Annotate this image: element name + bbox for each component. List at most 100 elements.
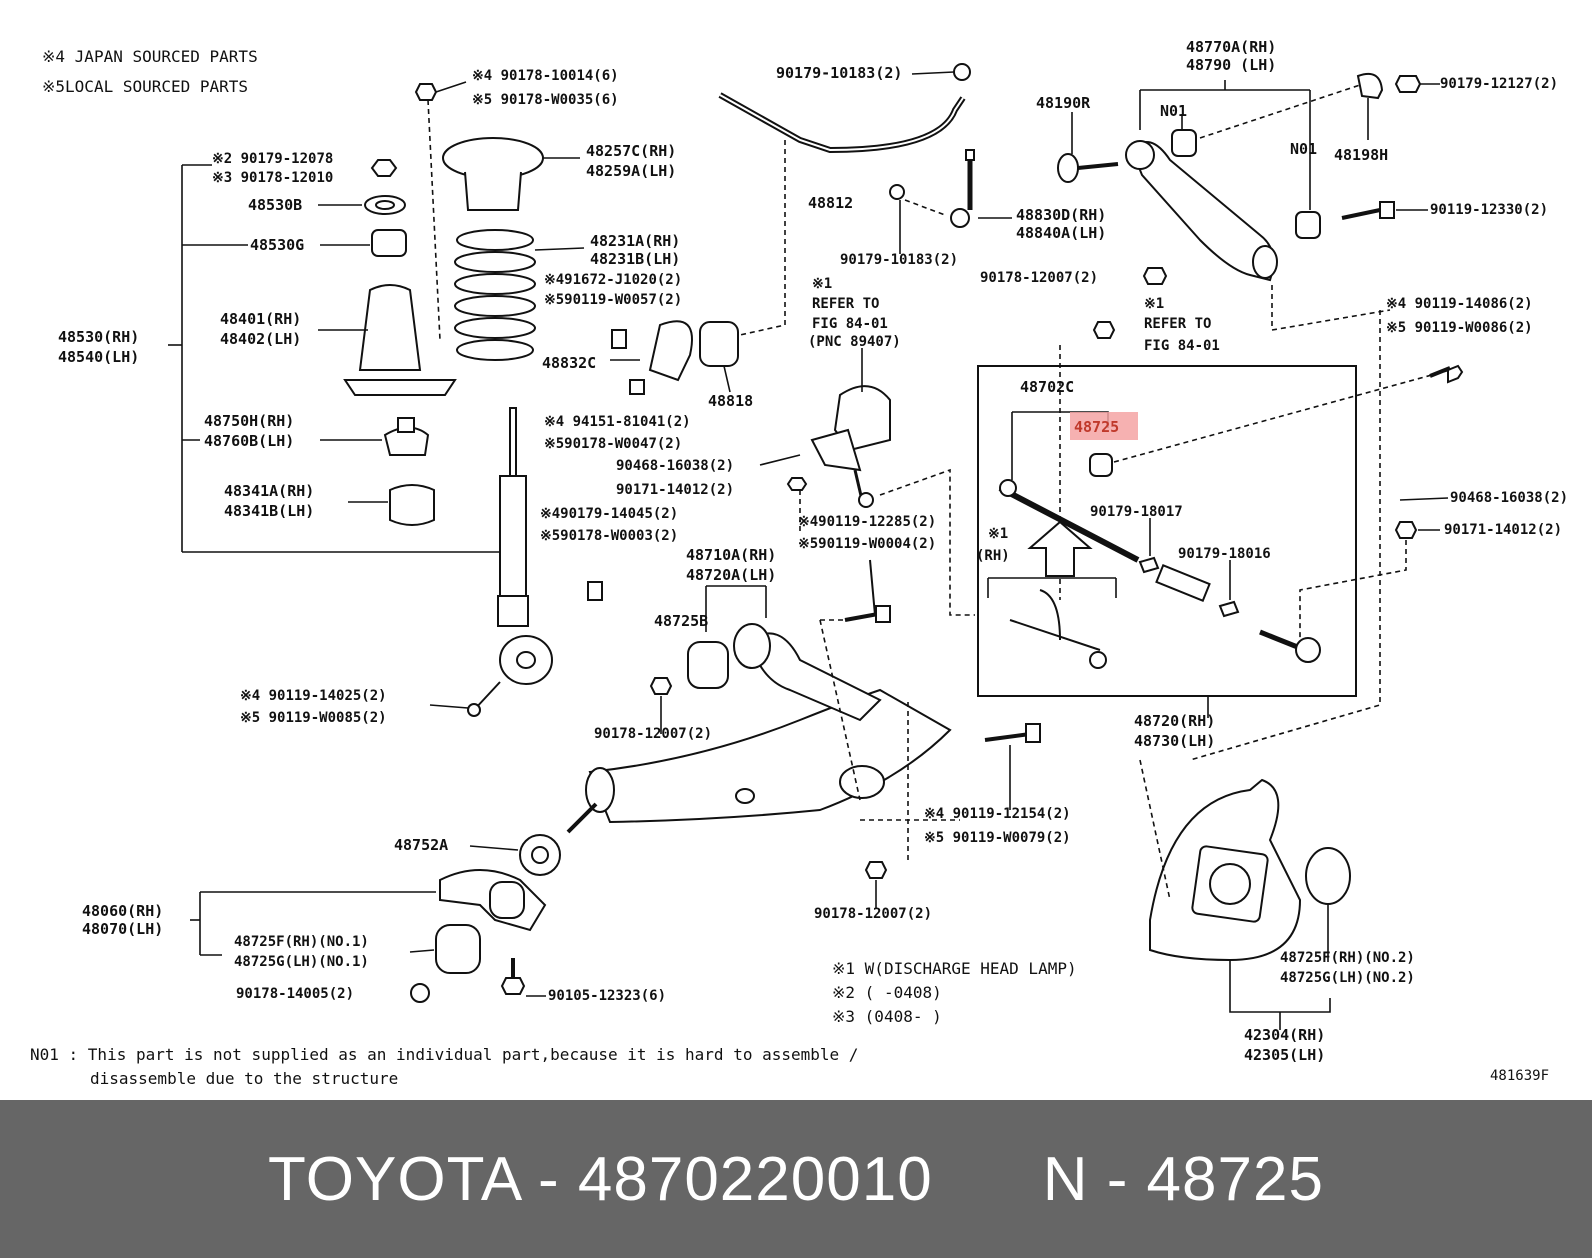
lower-arm-icon xyxy=(588,688,952,824)
nut-18016-icon xyxy=(1218,600,1240,618)
bushing-48725f-b-icon xyxy=(1305,847,1351,905)
label-s4-94151: ※4 94151-81041(2) xyxy=(544,414,691,430)
label-90179-18016: 90179-18016 xyxy=(1178,546,1271,562)
label-90171-14012-a: 90171-14012(2) xyxy=(616,482,734,498)
label-48530b: 48530B xyxy=(248,196,302,214)
lower-arm-bushing-bracket xyxy=(705,585,767,632)
stabilizer-bar-icon xyxy=(718,92,966,154)
label-48231b: 48231B(LH) xyxy=(590,250,680,268)
label-48760b: 48760B(LH) xyxy=(204,432,294,450)
label-48231a: 48231A(RH) xyxy=(590,232,680,250)
shock-rod-icon xyxy=(509,407,517,477)
leader-90178-10014 xyxy=(435,81,467,93)
label-48750h: 48750H(RH) xyxy=(204,412,294,430)
bound-stopper-top xyxy=(397,417,415,433)
legend-japan-sourced: ※4 JAPAN SOURCED PARTS xyxy=(42,47,258,66)
label-48257c: 48257C(RH) xyxy=(586,142,676,160)
bolt-14086-icon xyxy=(1429,366,1451,378)
label-90178-14005: 90178-14005(2) xyxy=(236,986,354,1002)
bolt-12285-head xyxy=(875,605,891,623)
label-s4-90179-14045: ※490179-14045(2) xyxy=(540,506,678,522)
label-s5-90178-w0047: ※590178-W0047(2) xyxy=(544,436,682,452)
shock-eye-hole xyxy=(516,651,536,669)
bracket-bushing-icon xyxy=(489,881,525,919)
label-n01a: N01 xyxy=(1160,102,1187,120)
label-s5-90119-w0086: ※5 90119-W0086(2) xyxy=(1386,320,1533,336)
leader-48752a xyxy=(469,845,519,851)
footnote-3: ※3 (0408- ) xyxy=(832,1007,942,1026)
label-rh: (RH) xyxy=(976,548,1010,564)
stabilizer-dashline xyxy=(739,140,786,336)
upper-arm-bushing-a xyxy=(1171,129,1197,157)
label-48830d: 48830D(RH) xyxy=(1016,206,1106,224)
label-48730: 48730(LH) xyxy=(1134,732,1215,750)
sleeve-18016-icon xyxy=(1155,563,1211,603)
label-48840a: 48840A(LH) xyxy=(1016,224,1106,242)
upper-support-body xyxy=(464,171,522,211)
label-48401: 48401(RH) xyxy=(220,310,301,328)
label-48725f-b: 48725F(RH)(NO.2) xyxy=(1280,950,1415,966)
bolt-14086-head xyxy=(1447,364,1464,384)
label-s1-refer-b: ※1 xyxy=(1144,296,1164,312)
dust-boot-icon xyxy=(358,284,422,371)
label-s5-90119-w0085: ※5 90119-W0085(2) xyxy=(240,710,387,726)
label-s5-90119-w0004: ※590119-W0004(2) xyxy=(798,536,936,552)
label-90179-18017: 90179-18017 xyxy=(1090,504,1183,520)
label-48259a: 48259A(LH) xyxy=(586,162,676,180)
lower-arm-hole-icon xyxy=(735,788,755,804)
leader-48818 xyxy=(723,365,731,393)
label-48060: 48060(RH) xyxy=(82,902,163,920)
nut-12007-c-icon xyxy=(864,861,888,879)
label-90468-16038-a: 90468-16038(2) xyxy=(616,458,734,474)
sensor-nut-icon xyxy=(786,477,808,491)
label-90179-10183-mid: 90179-10183(2) xyxy=(840,252,958,268)
label-48720a: 48720A(LH) xyxy=(686,566,776,584)
label-48190r: 48190R xyxy=(1036,94,1091,112)
shock-nut-icon xyxy=(587,581,603,601)
label-s5-90119-w0057: ※590119-W0057(2) xyxy=(544,292,682,308)
bolt-12330-head xyxy=(1379,201,1395,219)
lower-arm-bushing-b xyxy=(733,623,771,669)
label-fig-a: FIG 84-01 xyxy=(812,316,888,332)
stabilizer-bracket-icon xyxy=(648,320,693,382)
rh-detail-bracket xyxy=(987,577,1117,598)
bushing-48725b-icon xyxy=(687,641,729,689)
label-s4-90119-12154: ※4 90119-12154(2) xyxy=(924,806,1071,822)
legend-local-sourced: ※5LOCAL SOURCED PARTS xyxy=(42,77,248,96)
label-48402: 48402(LH) xyxy=(220,330,301,348)
label-s3-90178-12010: ※3 90178-12010 xyxy=(212,170,333,186)
nut-12007-icon xyxy=(1142,267,1168,285)
label-s4-90119-14025: ※4 90119-14025(2) xyxy=(240,688,387,704)
label-90119-12330: 90119-12330(2) xyxy=(1430,202,1548,218)
bolt-12323-head xyxy=(500,977,526,995)
stab-link-dashline xyxy=(904,199,946,216)
label-s5-90119-w0079: ※5 90119-W0079(2) xyxy=(924,830,1071,846)
label-48198h: 48198H xyxy=(1334,146,1388,164)
label-s2-90179-12078: ※2 90179-12078 xyxy=(212,151,333,167)
nut-12127-icon xyxy=(1394,75,1422,93)
leader-90179-10183-top xyxy=(911,71,955,75)
label-90179-12127: 90179-12127(2) xyxy=(1440,76,1558,92)
cam-bolt-washer-icon xyxy=(1057,153,1079,183)
label-48770a: 48770A(RH) xyxy=(1186,38,1276,56)
bushing-48725f-a-icon xyxy=(435,924,481,974)
shock-bolt-head xyxy=(467,703,481,717)
nut-12007-b-icon xyxy=(649,677,673,695)
toe-rod-eye xyxy=(999,479,1017,497)
label-48530g: 48530G xyxy=(250,236,304,254)
label-s4-90119-14086: ※4 90119-14086(2) xyxy=(1386,296,1533,312)
label-fig-b: FIG 84-01 xyxy=(1144,338,1220,354)
leader-48231a xyxy=(534,247,585,251)
lower-arm-bolt-icon xyxy=(566,802,598,834)
stab-link-nut-icon xyxy=(889,184,905,200)
label-48725f-a: 48725F(RH)(NO.1) xyxy=(234,934,369,950)
label-90468-16038-b: 90468-16038(2) xyxy=(1450,490,1568,506)
upper-nut-icon xyxy=(414,83,438,101)
label-s4-90178-10014: ※4 90178-10014(6) xyxy=(472,68,619,84)
height-sensor-bracket xyxy=(810,428,862,472)
rebound-stopper-icon xyxy=(389,484,435,526)
toe-rod-icon xyxy=(998,485,1140,563)
label-42305: 42305(LH) xyxy=(1244,1046,1325,1064)
label-48341a: 48341A(RH) xyxy=(224,482,314,500)
bound-stopper-icon xyxy=(383,426,430,456)
